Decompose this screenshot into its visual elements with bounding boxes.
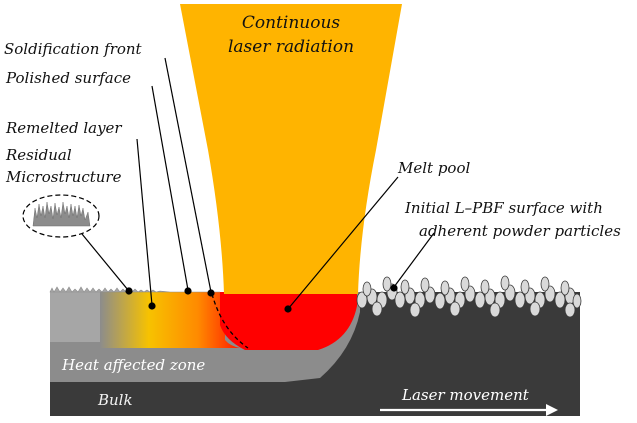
leader-solidification-front: [164, 57, 212, 293]
beam-label-line1: Continuous: [242, 13, 341, 33]
remelted-layer-region: [100, 292, 240, 348]
solidification-front-label: Soldification front: [4, 40, 143, 58]
initial-surface-label-line2: adherent powder particles: [419, 222, 621, 240]
leader-remelted-layer: [136, 138, 153, 306]
initial-surface-label-line1: Initial L–PBF surface with: [404, 199, 603, 217]
remelted-layer-label: Remelted layer: [5, 119, 122, 137]
leader-initial-surface: [393, 232, 435, 288]
residual-microstructure-texture: [32, 201, 91, 227]
dot-polished-surface: [184, 287, 192, 295]
bulk-label: Bulk: [97, 391, 133, 409]
laser-beam: [180, 4, 402, 294]
laser-movement-arrowhead: [546, 404, 558, 416]
heat-affected-zone-label: Heat affected zone: [61, 356, 205, 374]
powder-particles: [356, 275, 582, 318]
leader-melt-pool: [287, 176, 399, 310]
laser-movement-label: Laser movement: [401, 386, 530, 404]
melt-pool-label: Melt pool: [397, 159, 470, 177]
dot-melt-pool: [284, 305, 292, 313]
polished-surface-label: Polished surface: [5, 69, 131, 87]
leader-polished-surface: [151, 85, 189, 291]
dot-solidification-front: [207, 289, 215, 297]
residual-label-line2: Microstructure: [5, 168, 122, 186]
left-rough-surface: [49, 286, 220, 293]
residual-label-line1: Residual: [5, 146, 72, 164]
beam-label-line2: laser radiation: [228, 37, 354, 57]
dot-initial-surface: [390, 284, 398, 292]
leader-residual-microstructure: [81, 233, 129, 291]
melt-pool-region: [220, 292, 357, 350]
dot-remelted-layer: [148, 302, 156, 310]
dot-residual-microstructure: [125, 287, 133, 295]
